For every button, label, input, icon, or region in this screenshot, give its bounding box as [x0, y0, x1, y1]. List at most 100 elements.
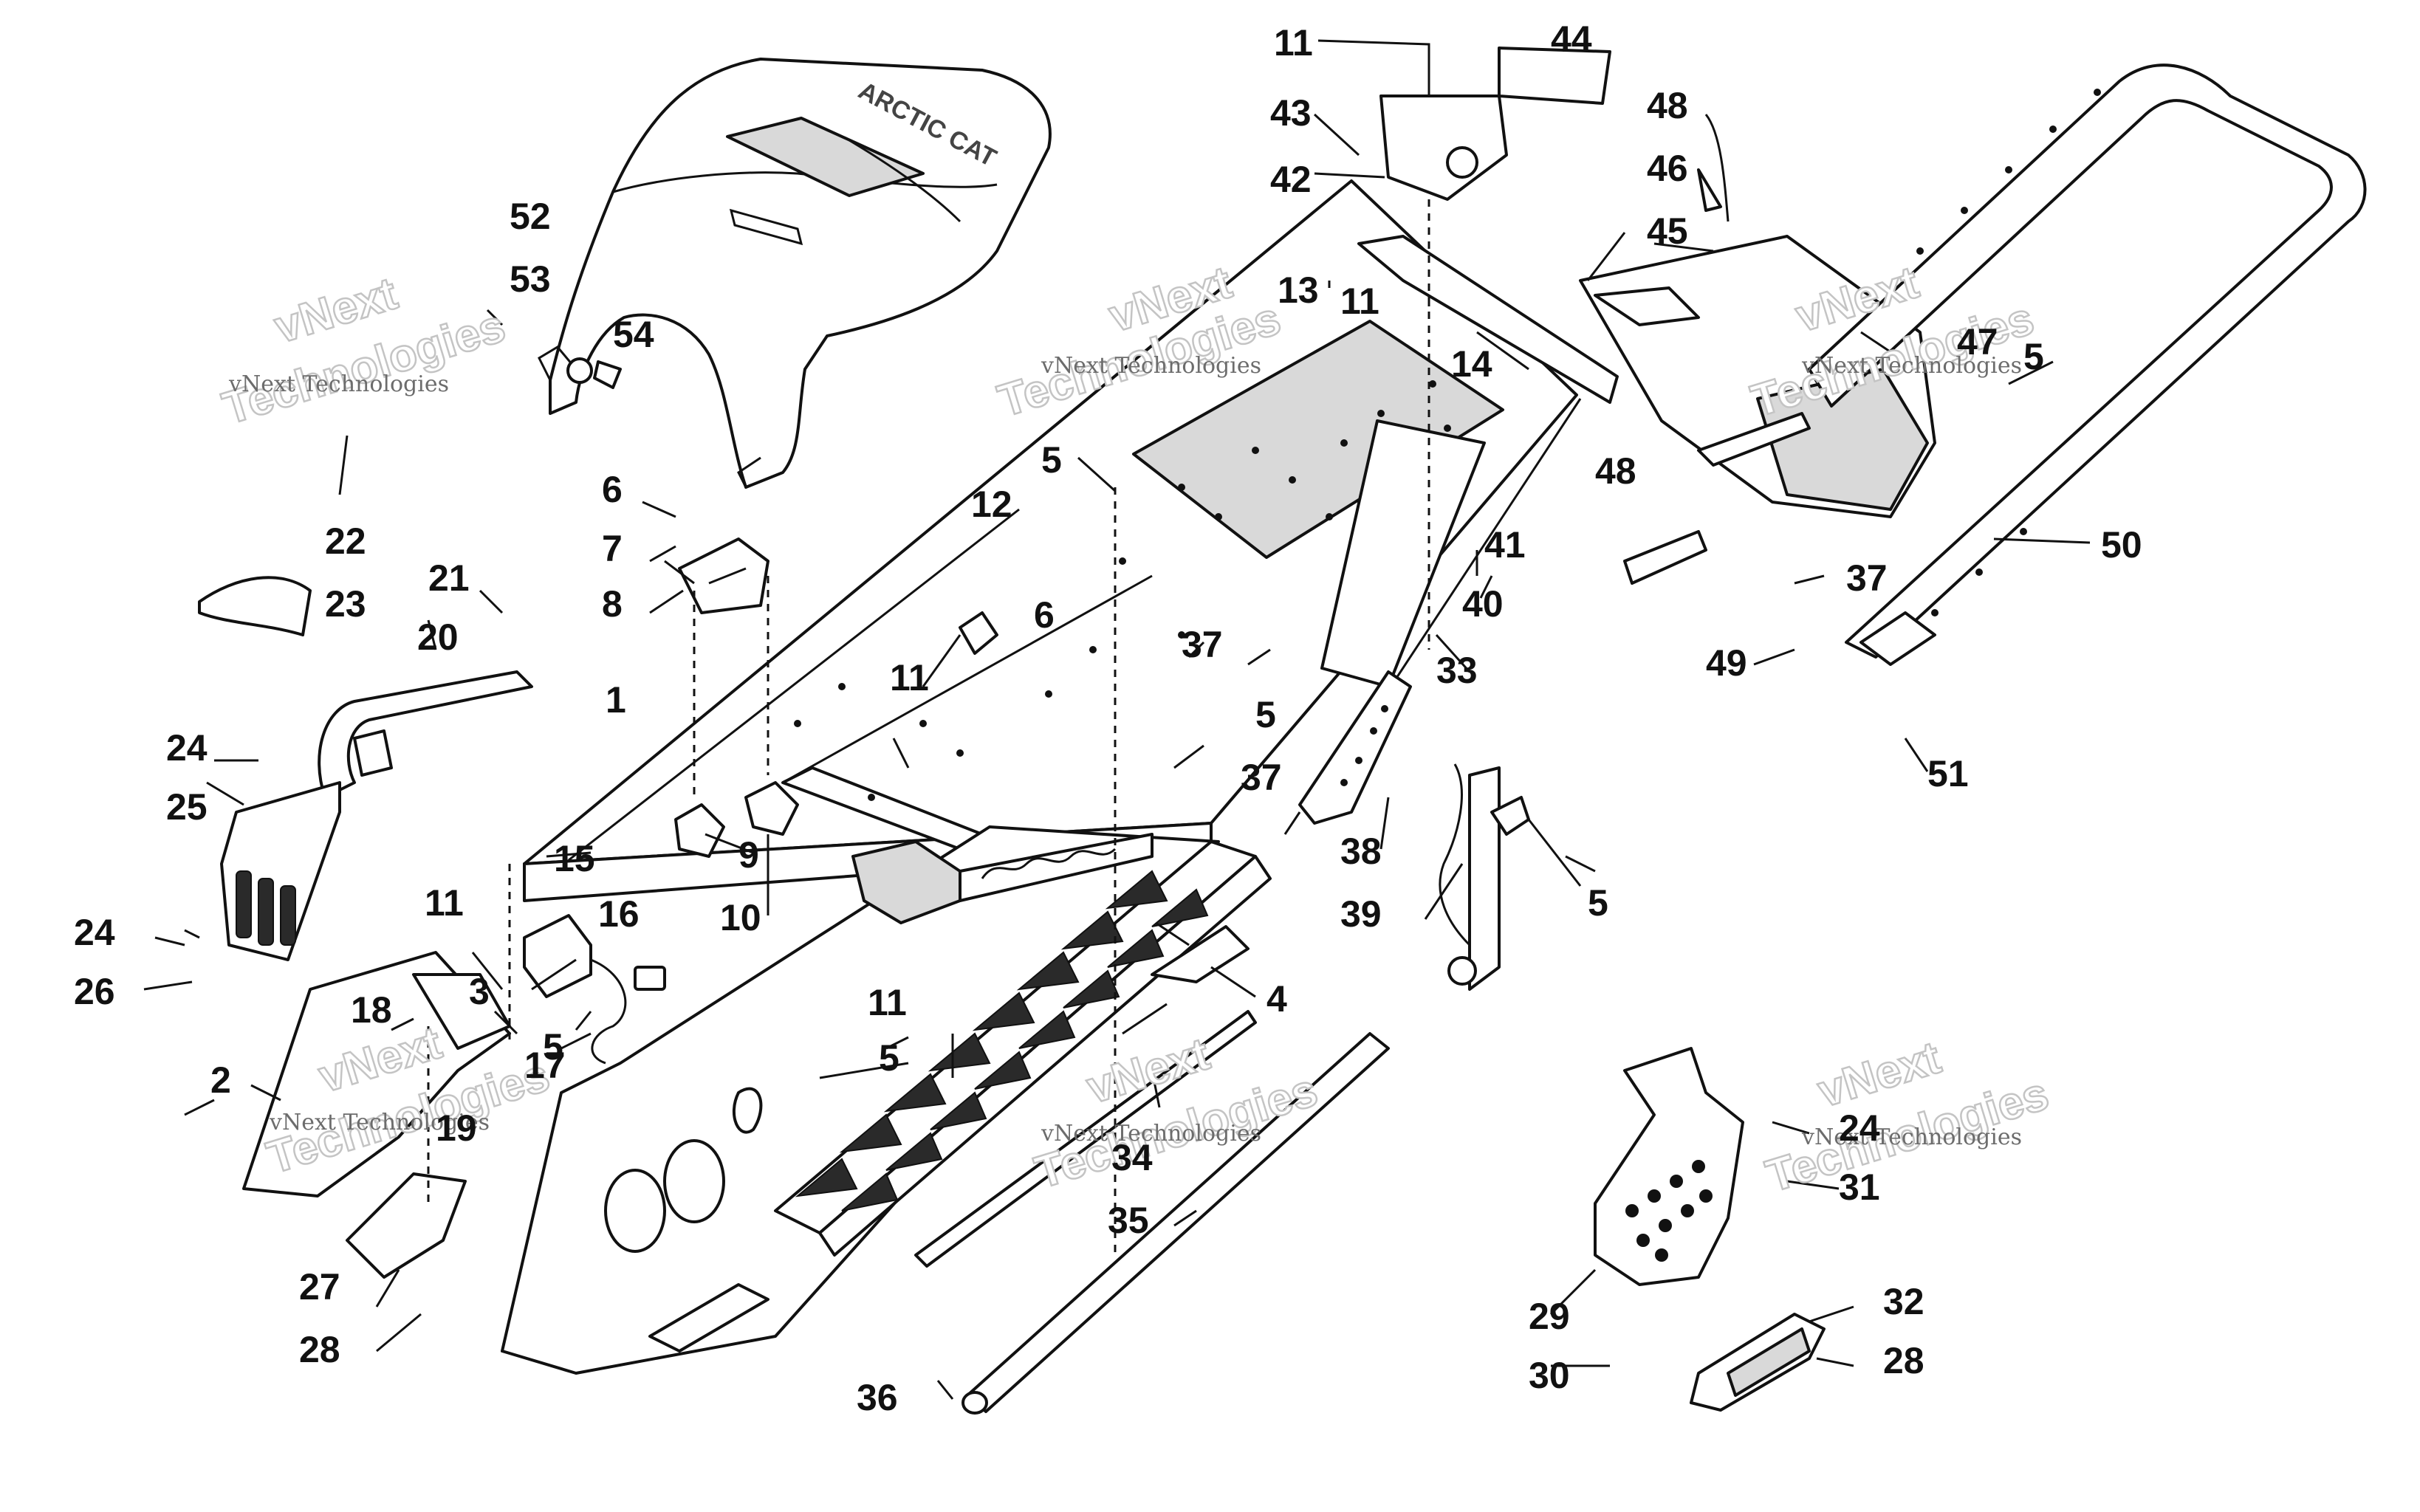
callout-label: 23: [325, 583, 366, 625]
callout-label: 40: [1462, 583, 1504, 625]
callout-label: 41: [1484, 524, 1526, 566]
callout-label: 36: [857, 1377, 898, 1418]
snowflap-part: [1579, 168, 1936, 585]
callout-label: 30: [1529, 1355, 1570, 1396]
callout-label: 12: [971, 484, 1012, 525]
callout-label: 5: [1588, 882, 1608, 924]
watermark-company: vNext Technologies: [1801, 1124, 2022, 1150]
callout-label: 19: [436, 1107, 477, 1149]
callout-label: 5: [543, 1026, 563, 1068]
alignment-lines: [427, 199, 1430, 1255]
callout-label: 39: [1340, 893, 1382, 935]
callout-label: 44: [1551, 18, 1592, 60]
callout-labels: 1 2 3 4 5 5 5 5 5 5 6 6 7 8 9 10 11 11 1…: [74, 18, 2142, 1418]
callout-label: 11: [890, 657, 929, 698]
callout-label: 51: [1927, 753, 1969, 794]
callout-label: 6: [1034, 594, 1055, 636]
rear-bracket-part: [1357, 235, 1619, 404]
callout-label: 5: [1041, 439, 1062, 481]
watermark-company: vNext Technologies: [1041, 1121, 1261, 1147]
callout-label: 43: [1270, 92, 1312, 134]
callout-label: 17: [524, 1045, 566, 1086]
front-bracket-part: [242, 951, 511, 1197]
callout-label: 34: [1111, 1137, 1153, 1178]
callout-label: 5: [879, 1037, 899, 1079]
callout-label: 37: [1241, 757, 1282, 798]
callout-label: 10: [720, 897, 761, 938]
callout-label: 46: [1647, 148, 1688, 189]
seat-part: ARCTIC CAT: [538, 58, 1052, 489]
callout-label: 53: [510, 258, 551, 300]
callout-label: 52: [510, 196, 551, 237]
callout-label: 5: [2023, 336, 2044, 377]
callout-label: 24: [1839, 1107, 1880, 1149]
callout-label: 24: [166, 727, 208, 769]
callout-label: 3: [469, 971, 490, 1012]
mount-bracket-part: [678, 537, 769, 614]
callout-label: 7: [602, 528, 623, 569]
callout-label: 11: [1274, 22, 1313, 63]
console-part: [851, 833, 1154, 924]
callout-label: 29: [1529, 1296, 1570, 1337]
callout-label: 21: [428, 557, 470, 599]
callout-label: 33: [1436, 650, 1478, 691]
callout-label: 25: [166, 786, 208, 828]
seat-fastener-part: [566, 357, 622, 389]
callout-label: 22: [325, 520, 366, 562]
bracket-plate-part: [1151, 925, 1250, 983]
callout-label: 49: [1706, 642, 1747, 684]
callout-label: 31: [1839, 1166, 1880, 1208]
callout-label: 8: [602, 583, 623, 625]
callout-label: 2: [210, 1059, 231, 1101]
running-board-part: [774, 840, 1272, 1257]
callout-label: 27: [299, 1266, 340, 1307]
callout-label: 4: [1266, 978, 1287, 1020]
callout-label: 37: [1846, 557, 1888, 599]
callout-label: 32: [1883, 1281, 1924, 1322]
callout-label: 45: [1647, 210, 1688, 252]
callout-label: 38: [1340, 831, 1382, 872]
callout-label: 50: [2101, 524, 2142, 566]
callout-label: 18: [351, 989, 392, 1031]
callout-label: 11: [1340, 281, 1379, 322]
callout-label: 54: [613, 314, 654, 355]
callout-label: 26: [74, 971, 115, 1012]
toe-pad-part: [1690, 1313, 1826, 1412]
callout-label: 6: [602, 469, 623, 510]
callout-label: 16: [598, 893, 640, 935]
watermark-company: vNext Technologies: [1801, 353, 2022, 379]
callout-label: 48: [1647, 85, 1688, 126]
side-bracket-part: [220, 781, 341, 961]
leader-lines: [143, 39, 2091, 1400]
callout-label: 5: [1255, 694, 1276, 735]
rear-bumper-part: [1808, 63, 2367, 666]
callout-label: 13: [1278, 269, 1319, 311]
step-plate-part: [1298, 670, 1412, 825]
foot-pad-part: [346, 1172, 467, 1279]
callout-label: 35: [1108, 1200, 1149, 1241]
grab-handle-part: [318, 670, 533, 799]
callout-label: 28: [1883, 1340, 1924, 1381]
heat-shield-part: [198, 576, 312, 636]
rail-part: [914, 1010, 1257, 1268]
toe-plate-part: [1594, 1047, 1744, 1286]
callout-label: 1: [606, 679, 626, 721]
watermark-company: vNext Technologies: [269, 1110, 490, 1135]
chassis-side-part: [501, 825, 1220, 1375]
callout-label: 47: [1957, 321, 1998, 362]
callout-label: 20: [417, 616, 459, 658]
small-plate-part: [674, 611, 998, 858]
callout-label: 11: [425, 882, 464, 924]
callout-label: 28: [299, 1329, 340, 1370]
callout-label: 48: [1595, 450, 1636, 492]
callout-label: 11: [868, 982, 907, 1023]
callout-label: 14: [1451, 343, 1492, 385]
callout-label: 42: [1270, 159, 1312, 200]
callout-label: 24: [74, 912, 115, 953]
watermark-company: vNext Technologies: [228, 371, 449, 397]
callout-label: 15: [554, 838, 595, 879]
callout-label: 9: [738, 834, 759, 876]
callout-label: 37: [1182, 624, 1223, 665]
control-module-part: [523, 914, 666, 1065]
